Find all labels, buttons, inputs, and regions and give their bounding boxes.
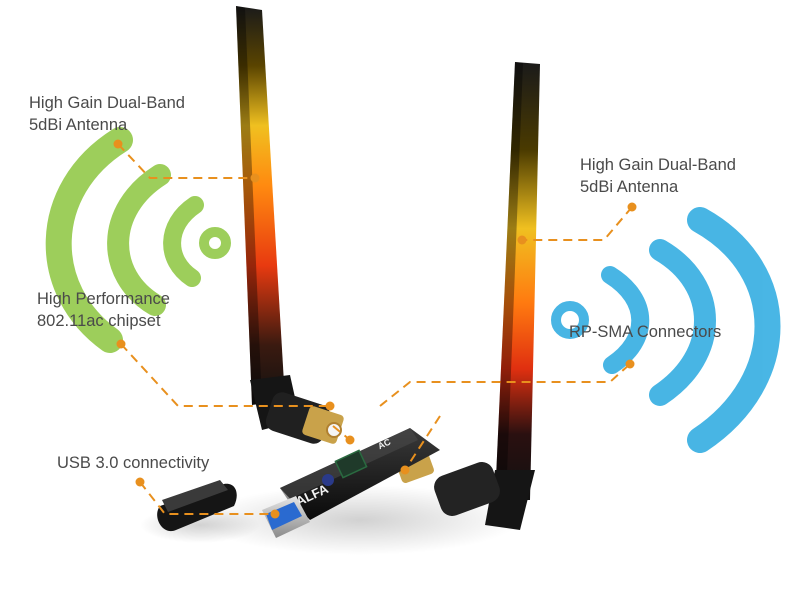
callout-connectors-line1: RP-SMA Connectors: [569, 323, 722, 341]
callout-antenna-left: High Gain Dual-Band 5dBi Antenna: [29, 92, 185, 136]
callout-chipset-line1: High Performance: [37, 290, 170, 308]
usb-cap: [157, 480, 237, 532]
callout-chipset: High Performance 802.11ac chipset: [37, 288, 170, 332]
right-antenna: [396, 62, 540, 530]
callout-lines: [117, 143, 633, 515]
callout-antenna-right: High Gain Dual-Band 5dBi Antenna: [580, 154, 736, 198]
left-rp-sma-connector: [302, 406, 344, 444]
callout-antenna-right-line2: 5dBi Antenna: [580, 178, 679, 196]
usb-plug: [262, 496, 310, 538]
callout-chipset-line2: 802.11ac chipset: [37, 312, 161, 330]
wifi-waves-left: [45, 127, 231, 353]
callout-dots: [113, 139, 637, 519]
callout-usb: USB 3.0 connectivity: [57, 452, 209, 474]
left-antenna: [236, 6, 344, 444]
callout-antenna-left-line2: 5dBi Antenna: [29, 116, 128, 134]
callout-usb-line1: USB 3.0 connectivity: [57, 454, 210, 472]
callout-antenna-left-line1: High Gain Dual-Band: [29, 94, 185, 112]
callout-connectors: RP-SMA Connectors: [569, 321, 721, 343]
usb-adapter: ALFA AC: [280, 428, 440, 520]
callout-antenna-right-line1: High Gain Dual-Band: [580, 156, 736, 174]
wifi-waves-right: [551, 207, 781, 453]
